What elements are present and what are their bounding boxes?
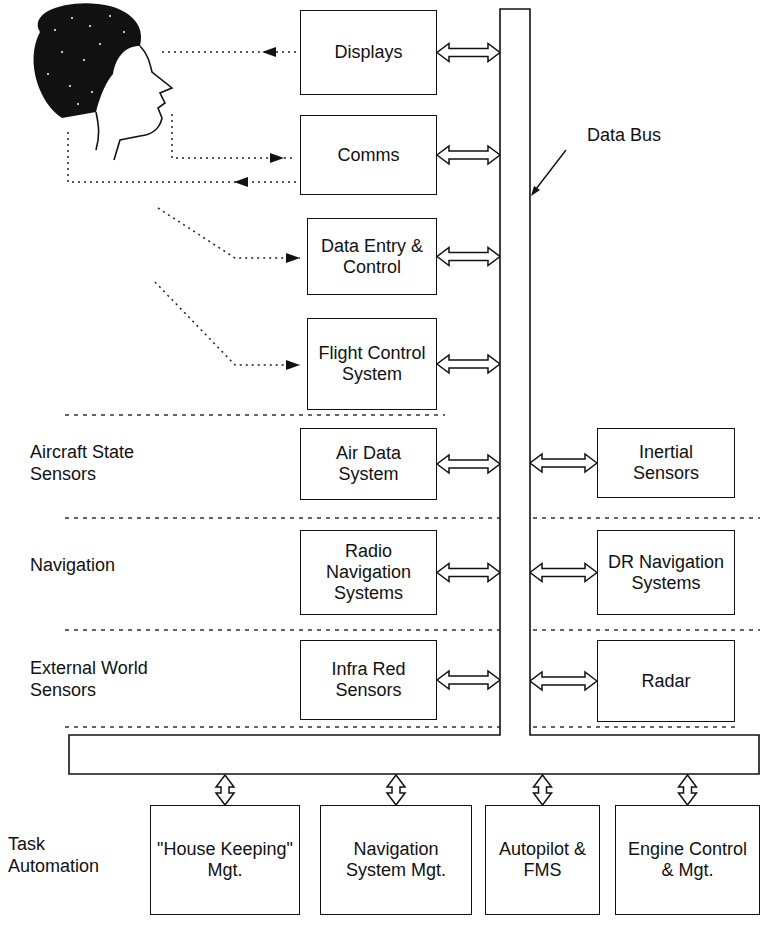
box-label: Inertial Sensors bbox=[604, 442, 728, 483]
box-label: Infra Red Sensors bbox=[307, 659, 430, 700]
bus-connector bbox=[437, 355, 500, 373]
arrowhead bbox=[286, 360, 300, 370]
box-label: Data Entry & Control bbox=[314, 236, 430, 277]
hair-speckle bbox=[47, 15, 125, 105]
section-divider bbox=[65, 629, 760, 631]
section-label: Aircraft State Sensors bbox=[30, 442, 180, 485]
section-label: Navigation bbox=[30, 555, 180, 577]
system-box: "House Keeping" Mgt. bbox=[150, 805, 300, 915]
face-profile bbox=[114, 46, 172, 160]
arrowhead bbox=[286, 253, 300, 263]
bus-connector bbox=[437, 671, 500, 689]
head-silhouette bbox=[34, 3, 172, 160]
bus-callout-label: Data Bus bbox=[585, 125, 663, 146]
system-box: Data Entry & Control bbox=[307, 218, 437, 295]
section-divider bbox=[65, 726, 740, 728]
bus-connector bbox=[530, 672, 597, 690]
bus-shape bbox=[69, 9, 759, 774]
dotted-arrowheads bbox=[234, 47, 300, 370]
sense-paths bbox=[68, 52, 300, 365]
hair bbox=[34, 3, 142, 118]
bus-connector bbox=[437, 44, 500, 62]
box-label: Displays bbox=[334, 42, 402, 63]
bus-connector bbox=[437, 455, 500, 473]
bus-connector bbox=[387, 775, 405, 805]
callout-leader bbox=[536, 150, 566, 189]
system-box: Displays bbox=[300, 10, 437, 95]
dotted-leader bbox=[68, 130, 296, 182]
system-box: Flight Control System bbox=[307, 318, 437, 410]
box-label: "House Keeping" Mgt. bbox=[157, 839, 293, 880]
box-label: Autopilot & FMS bbox=[492, 839, 593, 880]
section-dividers bbox=[65, 415, 760, 727]
section-label: External World Sensors bbox=[30, 658, 180, 701]
system-box: Autopilot & FMS bbox=[485, 805, 600, 915]
neck-line bbox=[96, 112, 99, 150]
section-divider bbox=[65, 517, 760, 519]
arrowhead bbox=[270, 153, 284, 163]
system-box: Infra Red Sensors bbox=[300, 640, 437, 720]
box-label: Radio Navigation Systems bbox=[307, 541, 430, 603]
system-box: Comms bbox=[300, 115, 437, 195]
section-label: Task Automation bbox=[8, 834, 128, 877]
bus-connector bbox=[437, 248, 500, 266]
arrowhead bbox=[234, 177, 248, 187]
box-label: Engine Control & Mgt. bbox=[622, 839, 753, 880]
bus-connector bbox=[534, 775, 552, 805]
dotted-leader bbox=[172, 114, 296, 158]
bus-connector bbox=[530, 454, 597, 472]
system-box: Navigation System Mgt. bbox=[320, 805, 472, 915]
system-box: Engine Control & Mgt. bbox=[615, 805, 760, 915]
section-divider bbox=[65, 414, 445, 416]
bus-connector bbox=[437, 564, 500, 582]
system-box: Radar bbox=[597, 640, 735, 722]
bus-connector bbox=[437, 146, 500, 164]
system-box: Air Data System bbox=[300, 428, 437, 500]
callout-arrowhead bbox=[531, 186, 540, 196]
box-label: Air Data System bbox=[307, 443, 430, 484]
system-box: DR Navigation Systems bbox=[597, 530, 735, 615]
system-box: Inertial Sensors bbox=[597, 428, 735, 498]
dotted-leader bbox=[155, 282, 300, 365]
box-label: Flight Control System bbox=[314, 343, 430, 384]
bus-connector bbox=[530, 564, 597, 582]
bus-connector bbox=[216, 775, 234, 805]
dotted-leader bbox=[158, 208, 300, 258]
box-label: Comms bbox=[338, 145, 400, 166]
box-label: Navigation System Mgt. bbox=[327, 839, 465, 880]
box-label: Radar bbox=[641, 671, 690, 692]
system-box: Radio Navigation Systems bbox=[300, 530, 437, 615]
bus-connector bbox=[679, 775, 697, 805]
box-label: DR Navigation Systems bbox=[604, 552, 728, 593]
arrowhead bbox=[262, 47, 276, 57]
